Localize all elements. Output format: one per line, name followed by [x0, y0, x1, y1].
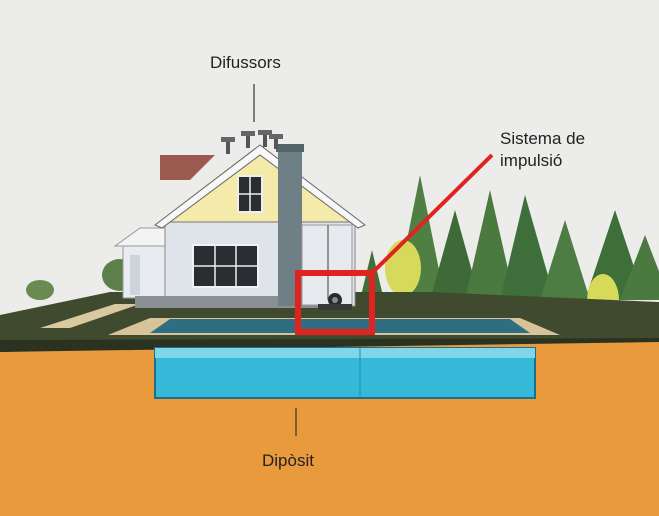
- pump-highlight-box: [295, 270, 375, 335]
- pump-highlight-pointer: [370, 153, 494, 275]
- pump-system-label-line1: Sistema de: [500, 129, 586, 148]
- pump-system-label-line2: impulsió: [500, 151, 563, 170]
- sprinkler-icon: [221, 130, 283, 154]
- house: [113, 144, 366, 308]
- tank-label: Dipòsit: [262, 451, 314, 470]
- trees: [26, 175, 659, 326]
- diffusers-label: Difussors: [210, 53, 281, 72]
- pool: [150, 319, 530, 333]
- pump-icon: [318, 293, 352, 310]
